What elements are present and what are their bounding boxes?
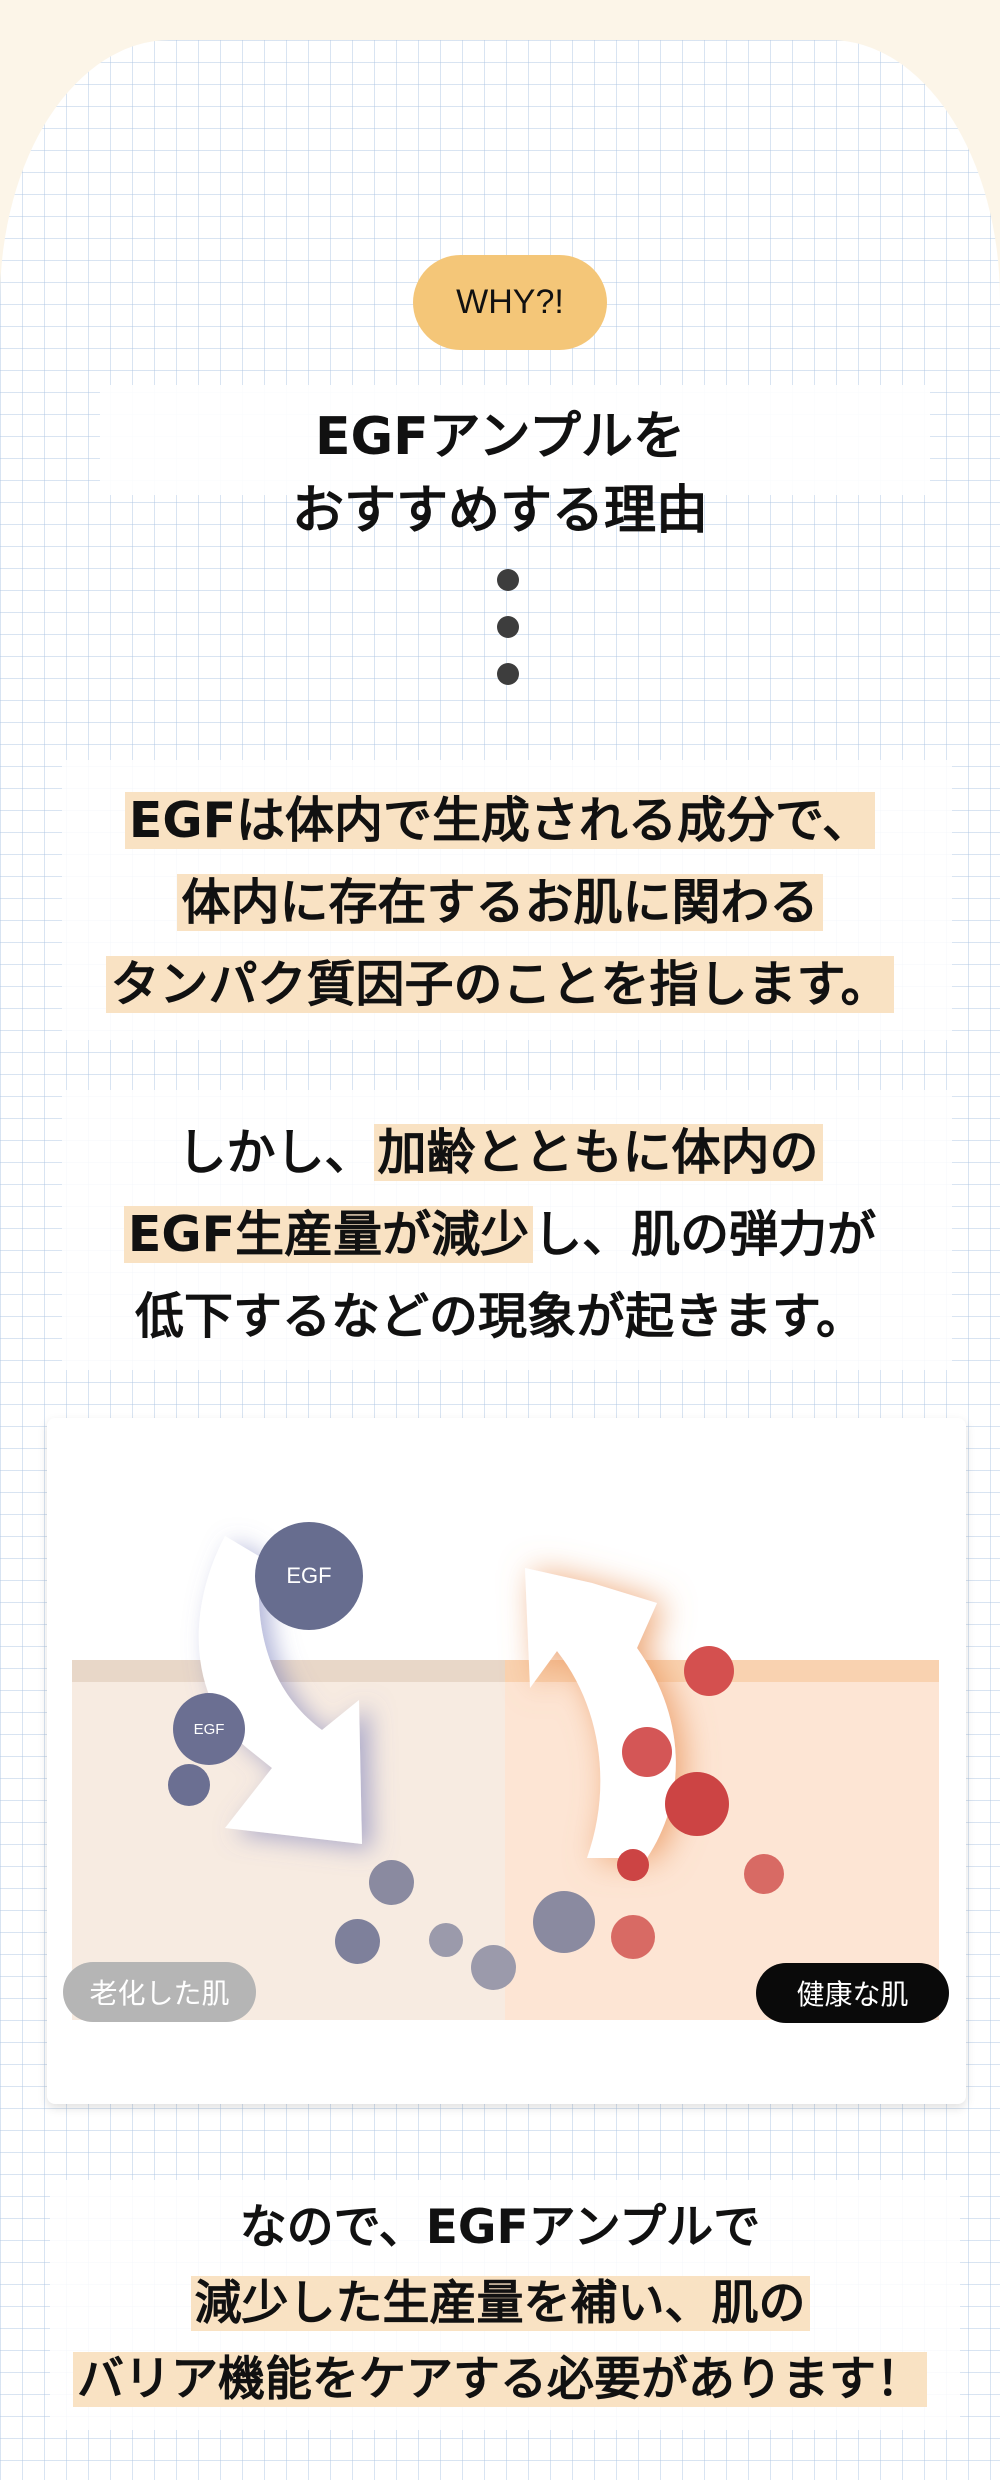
paragraph-3-line-3: バリア機能をケアする必要があります！ bbox=[73, 2352, 927, 2407]
egf-particle bbox=[369, 1860, 414, 1905]
egf-particle bbox=[168, 1764, 210, 1806]
egf-particle bbox=[471, 1945, 516, 1990]
aged-skin-label-text: 老化した肌 bbox=[89, 1977, 230, 2010]
healthy-particle bbox=[622, 1727, 672, 1777]
arrow-down-icon bbox=[198, 1536, 676, 1858]
paragraph-1: EGFは体内で生成される成分で、 体内に存在するお肌に関わる タンパク質因子のこ… bbox=[0, 780, 1000, 1026]
healthy-particle bbox=[665, 1772, 729, 1836]
title-backdrop bbox=[100, 385, 930, 495]
why-badge: WHY?! bbox=[413, 255, 607, 350]
dot-icon bbox=[497, 569, 519, 591]
skin-egf-diagram: EGF EGF 老化した肌 健康な肌 bbox=[47, 1418, 966, 2104]
healthy-particle bbox=[684, 1646, 734, 1696]
paragraph-1-line-2: 体内に存在するお肌に関わる bbox=[177, 874, 823, 931]
egf-particle bbox=[533, 1891, 595, 1953]
paragraph-3: なので、EGFアンプルで 減少した生産量を補い、肌の バリア機能をケアする必要が… bbox=[0, 2190, 1000, 2418]
paragraph-3-line-2: 減少した生産量を補い、肌の bbox=[190, 2276, 810, 2331]
healthy-skin-label-text: 健康な肌 bbox=[796, 1978, 909, 2011]
egf-particle bbox=[429, 1923, 463, 1957]
healthy-skin-area bbox=[505, 1660, 939, 2020]
egf-particle-large-label: EGF bbox=[286, 1563, 332, 1588]
paragraph-2-line-1-highlight: 加齢とともに体内の bbox=[373, 1124, 823, 1181]
aged-skin-surface bbox=[72, 1660, 505, 1682]
paragraph-3-line-1: なので、EGFアンプルで bbox=[239, 2200, 761, 2255]
egf-particle-medium: EGF bbox=[173, 1693, 245, 1765]
paragraph-1-line-1: EGFは体内で生成される成分で、 bbox=[124, 792, 876, 849]
egf-particle-medium-label: EGF bbox=[193, 1720, 225, 1738]
dot-icon bbox=[497, 663, 519, 685]
healthy-skin-label: 健康な肌 bbox=[756, 1963, 949, 2023]
egf-particle bbox=[335, 1919, 380, 1964]
title-line-1: EGFアンプルを bbox=[314, 407, 686, 467]
paragraph-2-line-1-plain: しかし、 bbox=[177, 1124, 374, 1181]
paragraph-2-line-3: 低下するなどの現象が起きます。 bbox=[134, 1288, 866, 1345]
paragraph-2-line-2-highlight: EGF生産量が減少 bbox=[123, 1206, 534, 1263]
egf-particle-large: EGF bbox=[255, 1522, 363, 1630]
healthy-particle bbox=[744, 1854, 784, 1894]
why-badge-label: WHY?! bbox=[456, 283, 564, 321]
aged-skin-label: 老化した肌 bbox=[63, 1962, 256, 2022]
healthy-particle bbox=[617, 1849, 649, 1881]
paragraph-1-line-3: タンパク質因子のことを指します。 bbox=[106, 956, 894, 1013]
page-title: EGFアンプルを おすすめする理由 bbox=[0, 400, 1000, 548]
title-line-2: おすすめする理由 bbox=[291, 481, 708, 541]
dot-icon bbox=[497, 616, 519, 638]
healthy-particle bbox=[611, 1915, 655, 1959]
paragraph-2: しかし、加齢とともに体内の EGF生産量が減少し、肌の弾力が 低下するなどの現象… bbox=[0, 1112, 1000, 1358]
paragraph-2-line-2-plain: し、肌の弾力が bbox=[533, 1206, 877, 1263]
